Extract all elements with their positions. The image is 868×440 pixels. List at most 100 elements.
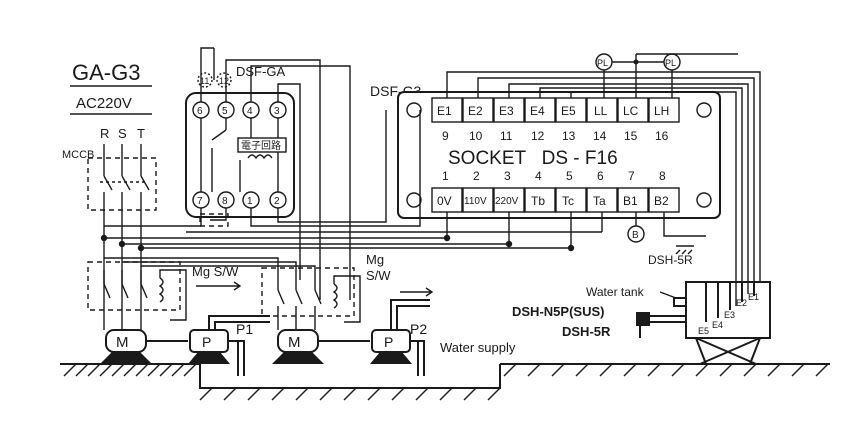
ground-symbol	[675, 245, 694, 255]
svg-text:B2: B2	[654, 194, 669, 208]
relay-body	[185, 92, 295, 218]
svg-text:6: 6	[597, 169, 604, 183]
svg-text:B1: B1	[623, 194, 638, 208]
svg-text:E1: E1	[437, 104, 452, 118]
electrode-model-label: DSH-N5P(SUS)	[512, 304, 604, 319]
relay-extra-pins: 11 12	[197, 72, 232, 88]
relay-top-pins: 6 5 4 3	[192, 101, 287, 119]
svg-text:2: 2	[274, 196, 280, 207]
svg-text:Tc: Tc	[562, 194, 574, 208]
svg-text:11: 11	[200, 76, 209, 86]
ground	[60, 363, 830, 401]
svg-text:LL: LL	[594, 104, 608, 118]
svg-text:E3: E3	[724, 310, 735, 320]
socket-hole-br	[696, 192, 712, 208]
svg-text:8: 8	[222, 196, 228, 207]
svg-text:8: 8	[659, 169, 666, 183]
svg-text:P: P	[384, 334, 393, 350]
svg-text:1: 1	[247, 196, 253, 207]
svg-text:E2: E2	[736, 298, 747, 308]
holder-model-label: DSH-5R	[562, 324, 611, 339]
svg-text:B: B	[632, 230, 639, 241]
svg-text:110V: 110V	[464, 196, 487, 207]
svg-text:E3: E3	[499, 104, 514, 118]
mg-sw-1-arrow	[196, 281, 242, 291]
p2-label: P2	[410, 321, 427, 337]
svg-text:E4: E4	[530, 104, 545, 118]
water-supply-label: Water supply	[440, 340, 516, 355]
svg-text:7: 7	[628, 169, 635, 183]
svg-text:220V: 220V	[495, 196, 519, 207]
water-tank	[636, 281, 771, 365]
svg-text:11: 11	[500, 129, 513, 143]
socket-bottom-wires	[100, 212, 603, 252]
svg-text:5: 5	[222, 106, 228, 117]
mg-sw-1-label: Mg S/W	[192, 264, 239, 279]
svg-text:E5: E5	[698, 326, 709, 336]
electrode-labels: E1 E2 E3 E4 E5	[698, 292, 759, 336]
svg-text:LC: LC	[623, 104, 639, 118]
svg-text:7: 7	[197, 196, 203, 207]
svg-text:2: 2	[473, 169, 480, 183]
svg-text:M: M	[116, 334, 129, 351]
mg-sw-2-contacts	[104, 257, 361, 330]
svg-text:12: 12	[219, 76, 229, 86]
b-lamp: B	[627, 212, 645, 243]
svg-text:5: 5	[566, 169, 573, 183]
pump-2: P	[370, 299, 430, 376]
svg-text:P: P	[202, 334, 211, 350]
svg-text:LH: LH	[654, 104, 669, 118]
socket-bottom-numbers: 1 2 3 4 5 6 7 8	[442, 169, 666, 183]
p1-label: P1	[236, 321, 253, 337]
socket-hole-tl	[406, 102, 422, 118]
socket-hole-bl	[406, 192, 422, 208]
svg-text:E2: E2	[468, 104, 483, 118]
svg-text:E5: E5	[561, 104, 576, 118]
socket-hole-tr	[696, 102, 712, 118]
svg-text:E1: E1	[748, 292, 759, 302]
svg-text:13: 13	[562, 129, 576, 143]
svg-text:3: 3	[274, 106, 280, 117]
svg-text:14: 14	[593, 129, 607, 143]
svg-text:PL: PL	[597, 58, 608, 68]
relay-circuit-label: 電子回路	[241, 139, 281, 152]
water-tank-label: Water tank	[586, 285, 645, 299]
pump-1: P	[188, 315, 270, 376]
svg-text:M: M	[288, 334, 301, 351]
svg-text:6: 6	[197, 106, 203, 117]
model-label: GA-G3	[72, 60, 140, 85]
svg-text:T: T	[137, 126, 145, 141]
svg-text:1: 1	[442, 169, 449, 183]
relay-circuit-box	[237, 137, 287, 153]
mg-sw-1-contacts	[103, 269, 187, 330]
svg-text:0V: 0V	[437, 194, 452, 208]
mg-sw-1-box	[87, 261, 181, 311]
svg-text:S: S	[118, 126, 127, 141]
voltage-label: AC220V	[76, 95, 132, 112]
socket-body	[397, 91, 721, 219]
mccb-label: MCCB	[62, 149, 94, 161]
svg-text:4: 4	[247, 106, 253, 117]
svg-text:3: 3	[504, 169, 511, 183]
svg-text:15: 15	[624, 129, 638, 143]
motor-2: M	[272, 329, 324, 364]
relay-wires	[104, 47, 421, 300]
svg-text:Tb: Tb	[531, 194, 545, 208]
svg-text:E4: E4	[712, 320, 723, 330]
relay-name: DSF-GA	[236, 64, 285, 79]
svg-text:R: R	[100, 126, 109, 141]
mg-sw-2-arrow	[400, 287, 434, 297]
svg-text:4: 4	[535, 169, 542, 183]
mg-sw-2-label-a: Mg	[366, 252, 384, 267]
mg-sw-2-box	[261, 267, 355, 317]
dsh5r-top-label: DSH-5R	[648, 253, 693, 267]
socket-bottom-terminals: 0V 110V 220V Tb Tc Ta B1 B2	[431, 187, 680, 213]
svg-text:12: 12	[531, 129, 545, 143]
svg-text:9: 9	[442, 129, 449, 143]
relay-contacts	[200, 118, 279, 192]
socket-title: SOCKET DS - F16	[448, 148, 618, 169]
rst-labels: R S T	[100, 126, 145, 141]
svg-text:PL: PL	[665, 58, 676, 68]
mg-sw-2-label-b: S/W	[366, 268, 391, 283]
